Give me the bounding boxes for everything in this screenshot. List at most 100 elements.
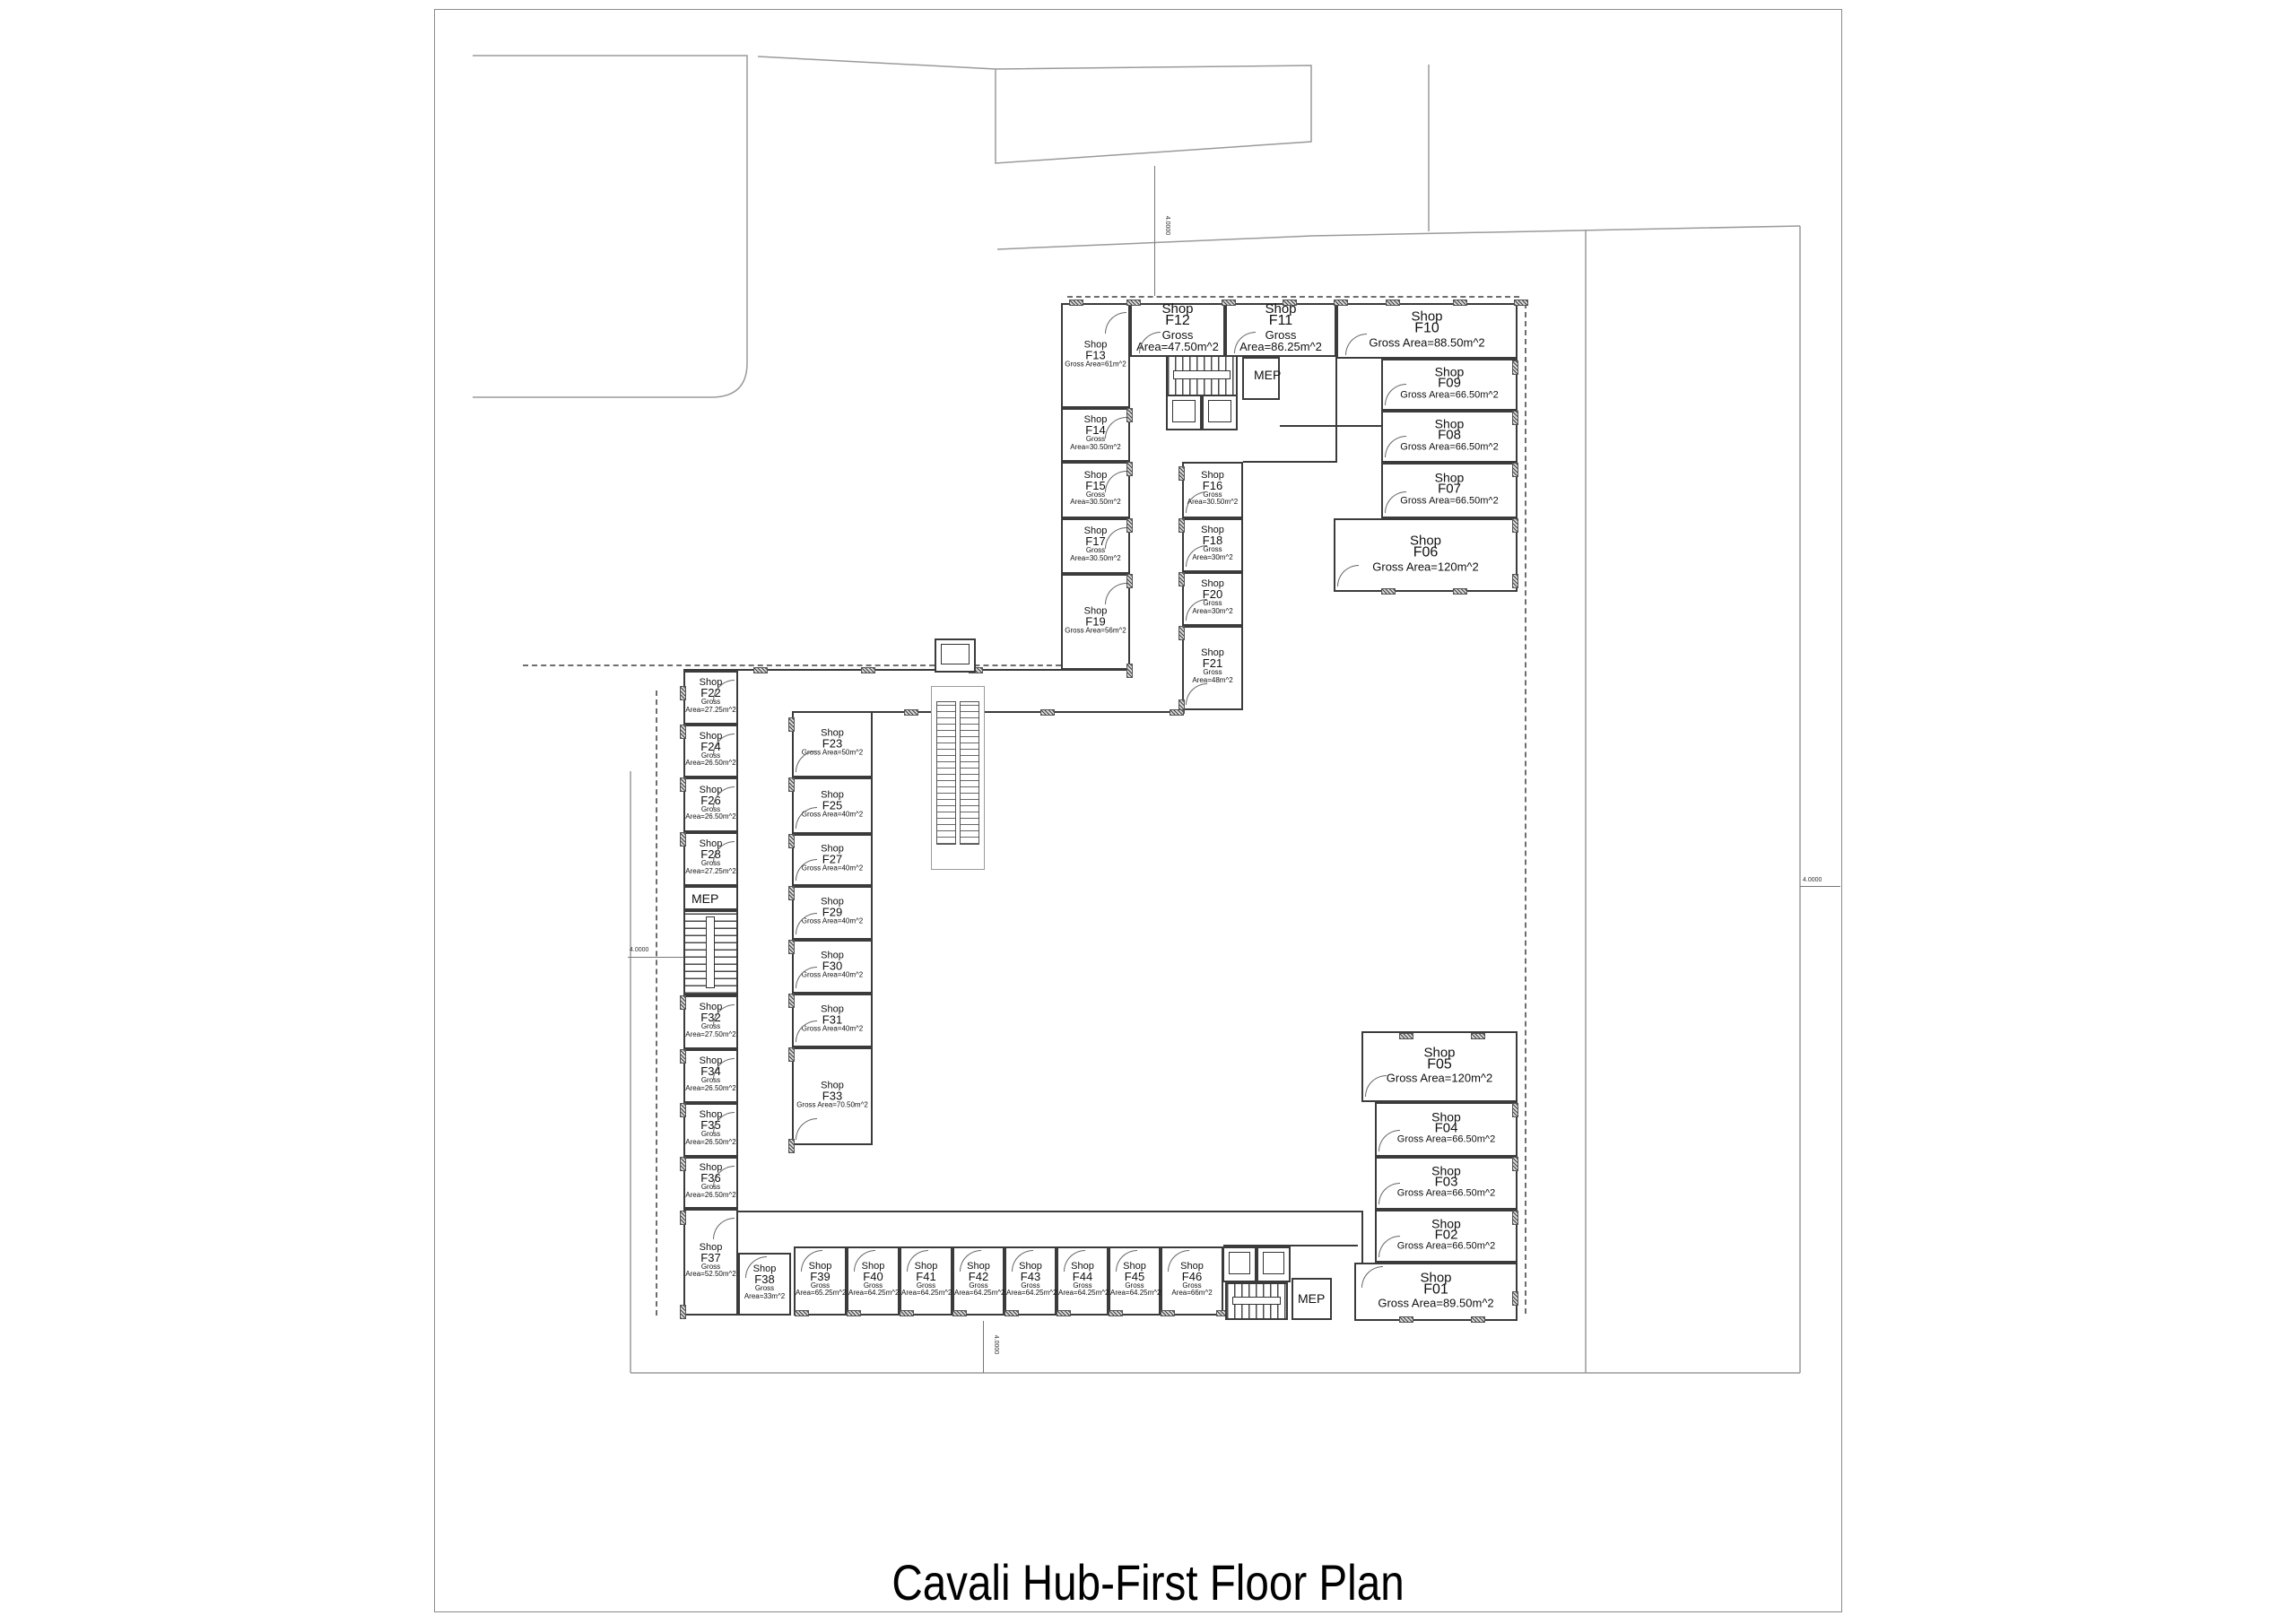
area-value: 66.50m^2 bbox=[1455, 441, 1499, 453]
door-arc bbox=[1378, 1130, 1400, 1151]
wall-hatch-mark bbox=[1126, 574, 1133, 588]
area-value: 120m^2 bbox=[1451, 1071, 1493, 1085]
wall-hatch-mark bbox=[788, 834, 795, 848]
wall-hatch-mark bbox=[788, 940, 795, 954]
wall-hatch-mark bbox=[1126, 518, 1133, 533]
area-prefix: Gross Area= bbox=[1400, 441, 1456, 453]
shop-area: Gross Area=64.25m^2 bbox=[848, 1281, 899, 1297]
area-prefix: Gross Area= bbox=[1070, 546, 1106, 562]
wall-hatch-mark bbox=[900, 1310, 914, 1316]
door-arc bbox=[796, 967, 817, 988]
area-value: 56m^2 bbox=[1104, 626, 1126, 635]
escalator-lane bbox=[960, 701, 979, 845]
shop-area: Gross Area=66m^2 bbox=[1162, 1281, 1222, 1297]
shop-id: F19 bbox=[1085, 614, 1106, 629]
wall-hatch-mark bbox=[1126, 664, 1133, 678]
door-arc bbox=[1186, 545, 1207, 567]
wall-segment bbox=[792, 711, 1184, 713]
door-arc bbox=[854, 1250, 875, 1272]
wall-hatch-mark bbox=[1512, 518, 1518, 533]
wall-segment bbox=[683, 669, 1130, 671]
area-value: 66.50m^2 bbox=[1452, 1240, 1496, 1252]
door-arc bbox=[1168, 1250, 1189, 1272]
shop-word: Shop bbox=[1201, 469, 1224, 481]
shop-area: Gross Area=52.50m^2 bbox=[685, 1263, 736, 1278]
wall-hatch-mark bbox=[680, 1211, 686, 1225]
door-arc bbox=[801, 1250, 822, 1272]
shop-word: Shop bbox=[1431, 1109, 1461, 1125]
shop-area: Gross Area=30.50m^2 bbox=[1063, 491, 1128, 506]
area-value: 89.50m^2 bbox=[1442, 1296, 1494, 1310]
door-arc bbox=[713, 786, 735, 808]
wall-hatch-mark bbox=[788, 777, 795, 792]
door-arc bbox=[796, 751, 817, 772]
door-arc bbox=[960, 1250, 981, 1272]
area-value: 40m^2 bbox=[841, 864, 864, 873]
shop-area: Gross Area=56m^2 bbox=[1063, 626, 1128, 635]
area-value: 66.50m^2 bbox=[1455, 389, 1499, 401]
area-value: 70.50m^2 bbox=[836, 1100, 868, 1109]
wall-hatch-mark bbox=[1170, 709, 1184, 716]
door-arc bbox=[1186, 683, 1207, 705]
shop-area: Gross Area=27.25m^2 bbox=[685, 860, 736, 875]
area-value: 88.50m^2 bbox=[1433, 335, 1485, 350]
area-prefix: Gross Area= bbox=[954, 1281, 988, 1298]
area-value: 27.50m^2 bbox=[704, 1029, 736, 1038]
shop-id: F05 bbox=[1427, 1056, 1452, 1073]
area-prefix: Gross Area= bbox=[901, 1281, 936, 1298]
door-arc bbox=[713, 1218, 735, 1239]
wall-hatch-mark bbox=[788, 1139, 795, 1153]
setback-dashed-line bbox=[1067, 296, 1519, 298]
sheet-border bbox=[434, 9, 1842, 1612]
area-prefix: Gross Area= bbox=[796, 1281, 831, 1298]
wall-hatch-mark bbox=[1334, 300, 1348, 306]
elevator-cab bbox=[1208, 400, 1231, 422]
area-value: 33m^2 bbox=[763, 1291, 786, 1300]
wall-hatch-mark bbox=[1512, 1157, 1518, 1171]
plot-top-boundary bbox=[996, 225, 1801, 250]
elevator-shaft bbox=[1222, 1246, 1257, 1282]
door-arc bbox=[1105, 527, 1126, 549]
wall-hatch-mark bbox=[1283, 300, 1297, 306]
door-arc bbox=[713, 1112, 735, 1133]
area-value: 64.25m^2 bbox=[1025, 1289, 1057, 1298]
door-arc bbox=[1105, 417, 1126, 439]
area-value: 47.50m^2 bbox=[1168, 339, 1219, 353]
shop-word: Shop bbox=[821, 789, 844, 801]
wall-hatch-mark bbox=[1178, 518, 1185, 533]
area-prefix: Gross Area= bbox=[1070, 435, 1106, 451]
door-arc bbox=[1186, 599, 1207, 621]
door-arc bbox=[1064, 1250, 1085, 1272]
wall-hatch-mark bbox=[1126, 300, 1141, 306]
wall-hatch-mark bbox=[952, 1310, 967, 1316]
wall-hatch-mark bbox=[1512, 1103, 1518, 1117]
area-value: 64.25m^2 bbox=[1129, 1289, 1161, 1298]
area-value: 66.50m^2 bbox=[1455, 495, 1499, 507]
door-arc bbox=[713, 680, 735, 701]
shop-id: F23 bbox=[822, 736, 843, 751]
door-arc bbox=[713, 841, 735, 863]
shop-area: Gross Area=61m^2 bbox=[1063, 360, 1128, 369]
stair-landing-rail bbox=[1173, 370, 1231, 379]
door-arc bbox=[1385, 436, 1406, 457]
wall-hatch-mark bbox=[788, 717, 795, 732]
panoramic-elevator bbox=[935, 638, 976, 673]
area-prefix: Gross Area= bbox=[1110, 1281, 1144, 1298]
wall-hatch-mark bbox=[1471, 1033, 1485, 1039]
